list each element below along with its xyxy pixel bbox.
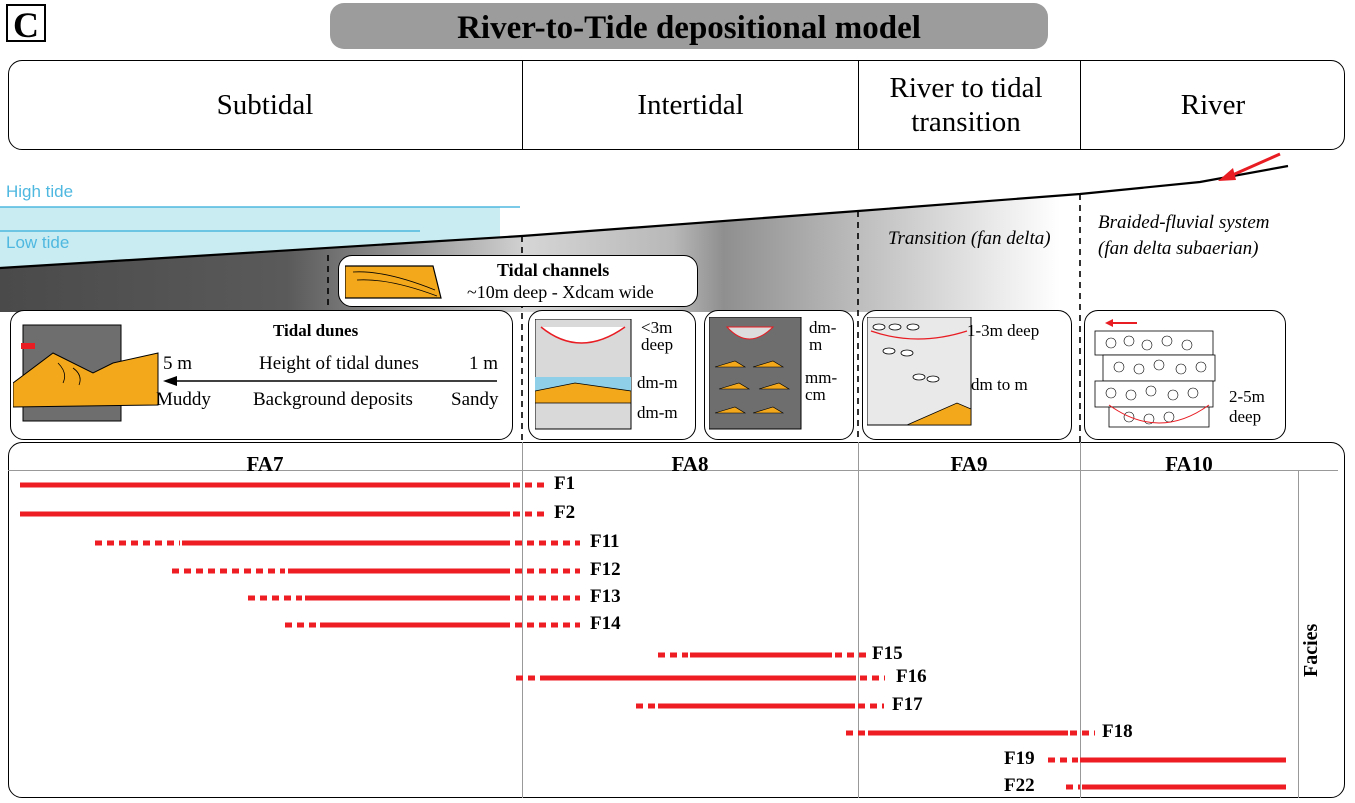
tidal-channel-sketch: [345, 265, 442, 299]
dune-arrow: [163, 376, 497, 386]
tidal-dune-sketch: [13, 324, 159, 422]
fa-divider: [858, 442, 859, 798]
tidal-channels-caption: ~10m deep - Xdcam wide: [467, 282, 654, 302]
sketch-a-mid: dm-m: [637, 373, 678, 392]
axis-divider: [1298, 470, 1299, 798]
braided-label-2: (fan delta subaerian): [1098, 238, 1259, 259]
panel-letter: C: [6, 4, 46, 44]
profile-line: [0, 164, 1289, 270]
facies-label: F16: [896, 666, 927, 687]
transition-top: 1-3m deep: [967, 321, 1040, 340]
fa-divider: [1080, 442, 1081, 798]
transition-sketch: 1-3m deep dm to m: [862, 310, 1072, 440]
zone-intertidal: Intertidal: [637, 89, 744, 121]
dune-height-max: 5 m: [163, 353, 193, 374]
tidal-channels-box: Tidal channels ~10m deep - Xdcam wide: [338, 255, 698, 307]
facies-chart-box: [8, 442, 1345, 798]
dune-height-min: 1 m: [469, 353, 499, 374]
facies-label: F15: [872, 643, 903, 664]
facies-label: F17: [892, 694, 923, 715]
zone-divider: [858, 60, 860, 150]
intertidal-sketch-a: <3m deep dm-m dm-m: [528, 310, 696, 440]
river-sketch: 2-5m deep: [1084, 310, 1286, 440]
fa-divider: [522, 442, 523, 798]
sketch-b-top: dm-m: [809, 318, 837, 354]
intertidal-log-a: [535, 319, 632, 430]
tidal-dunes-box: Tidal dunes 5 m Height of tidal dunes 1 …: [10, 310, 513, 440]
low-tide-label: Low tide: [6, 233, 70, 252]
fa8-label: FA8: [671, 452, 709, 476]
header-rule: [8, 470, 1338, 471]
facies-label: F1: [554, 473, 576, 494]
sketch-a-top: <3m deep: [641, 318, 674, 354]
facies-label: F18: [1102, 721, 1133, 742]
background-label: Background deposits: [253, 389, 413, 410]
transition-log: [867, 317, 972, 426]
facies-label: F22: [1004, 775, 1035, 796]
facies-label: F19: [1004, 748, 1035, 769]
transition-mid: dm to m: [971, 375, 1028, 394]
river-flow-arrow: [1227, 152, 1281, 179]
transition-substrate: [858, 197, 1060, 312]
fa9-label: FA9: [950, 452, 988, 476]
facies-label: F14: [590, 613, 621, 634]
tidal-dunes-title: Tidal dunes: [273, 321, 359, 340]
zone-divider: [1080, 60, 1082, 150]
fa10-label: FA10: [1165, 452, 1213, 476]
background-muddy: Muddy: [156, 389, 211, 410]
transition-label: Transition (fan delta): [888, 228, 1051, 249]
sketch-a-bot: dm-m: [637, 403, 678, 422]
facies-label: F13: [590, 586, 621, 607]
intertidal-sketch-b: dm-m mm-cm: [704, 310, 854, 440]
high-tide-label: High tide: [6, 182, 74, 201]
fa7-label: FA7: [246, 452, 284, 476]
facies-label: F2: [554, 502, 576, 523]
dune-height-label: Height of tidal dunes: [259, 353, 419, 374]
intertidal-log-b: [709, 317, 802, 430]
zone-divider: [522, 60, 524, 150]
background-sandy: Sandy: [451, 389, 499, 410]
sketch-b-mid: mm-cm: [805, 368, 838, 404]
zone-transition: River to tidal transition: [889, 72, 1043, 138]
facies-label: F11: [590, 531, 620, 552]
zone-header: [8, 60, 1345, 150]
braided-label-1: Braided-fluvial system: [1098, 212, 1270, 233]
zone-river: River: [1180, 89, 1246, 121]
diagram-title: River-to-Tide depositional model: [330, 3, 1048, 49]
river-log: [1094, 319, 1216, 428]
facies-label: F12: [590, 559, 621, 580]
tidal-channels-title: Tidal channels: [497, 260, 610, 280]
river-bottom: 2-5m deep: [1229, 387, 1265, 426]
zone-subtidal: Subtidal: [216, 89, 314, 121]
